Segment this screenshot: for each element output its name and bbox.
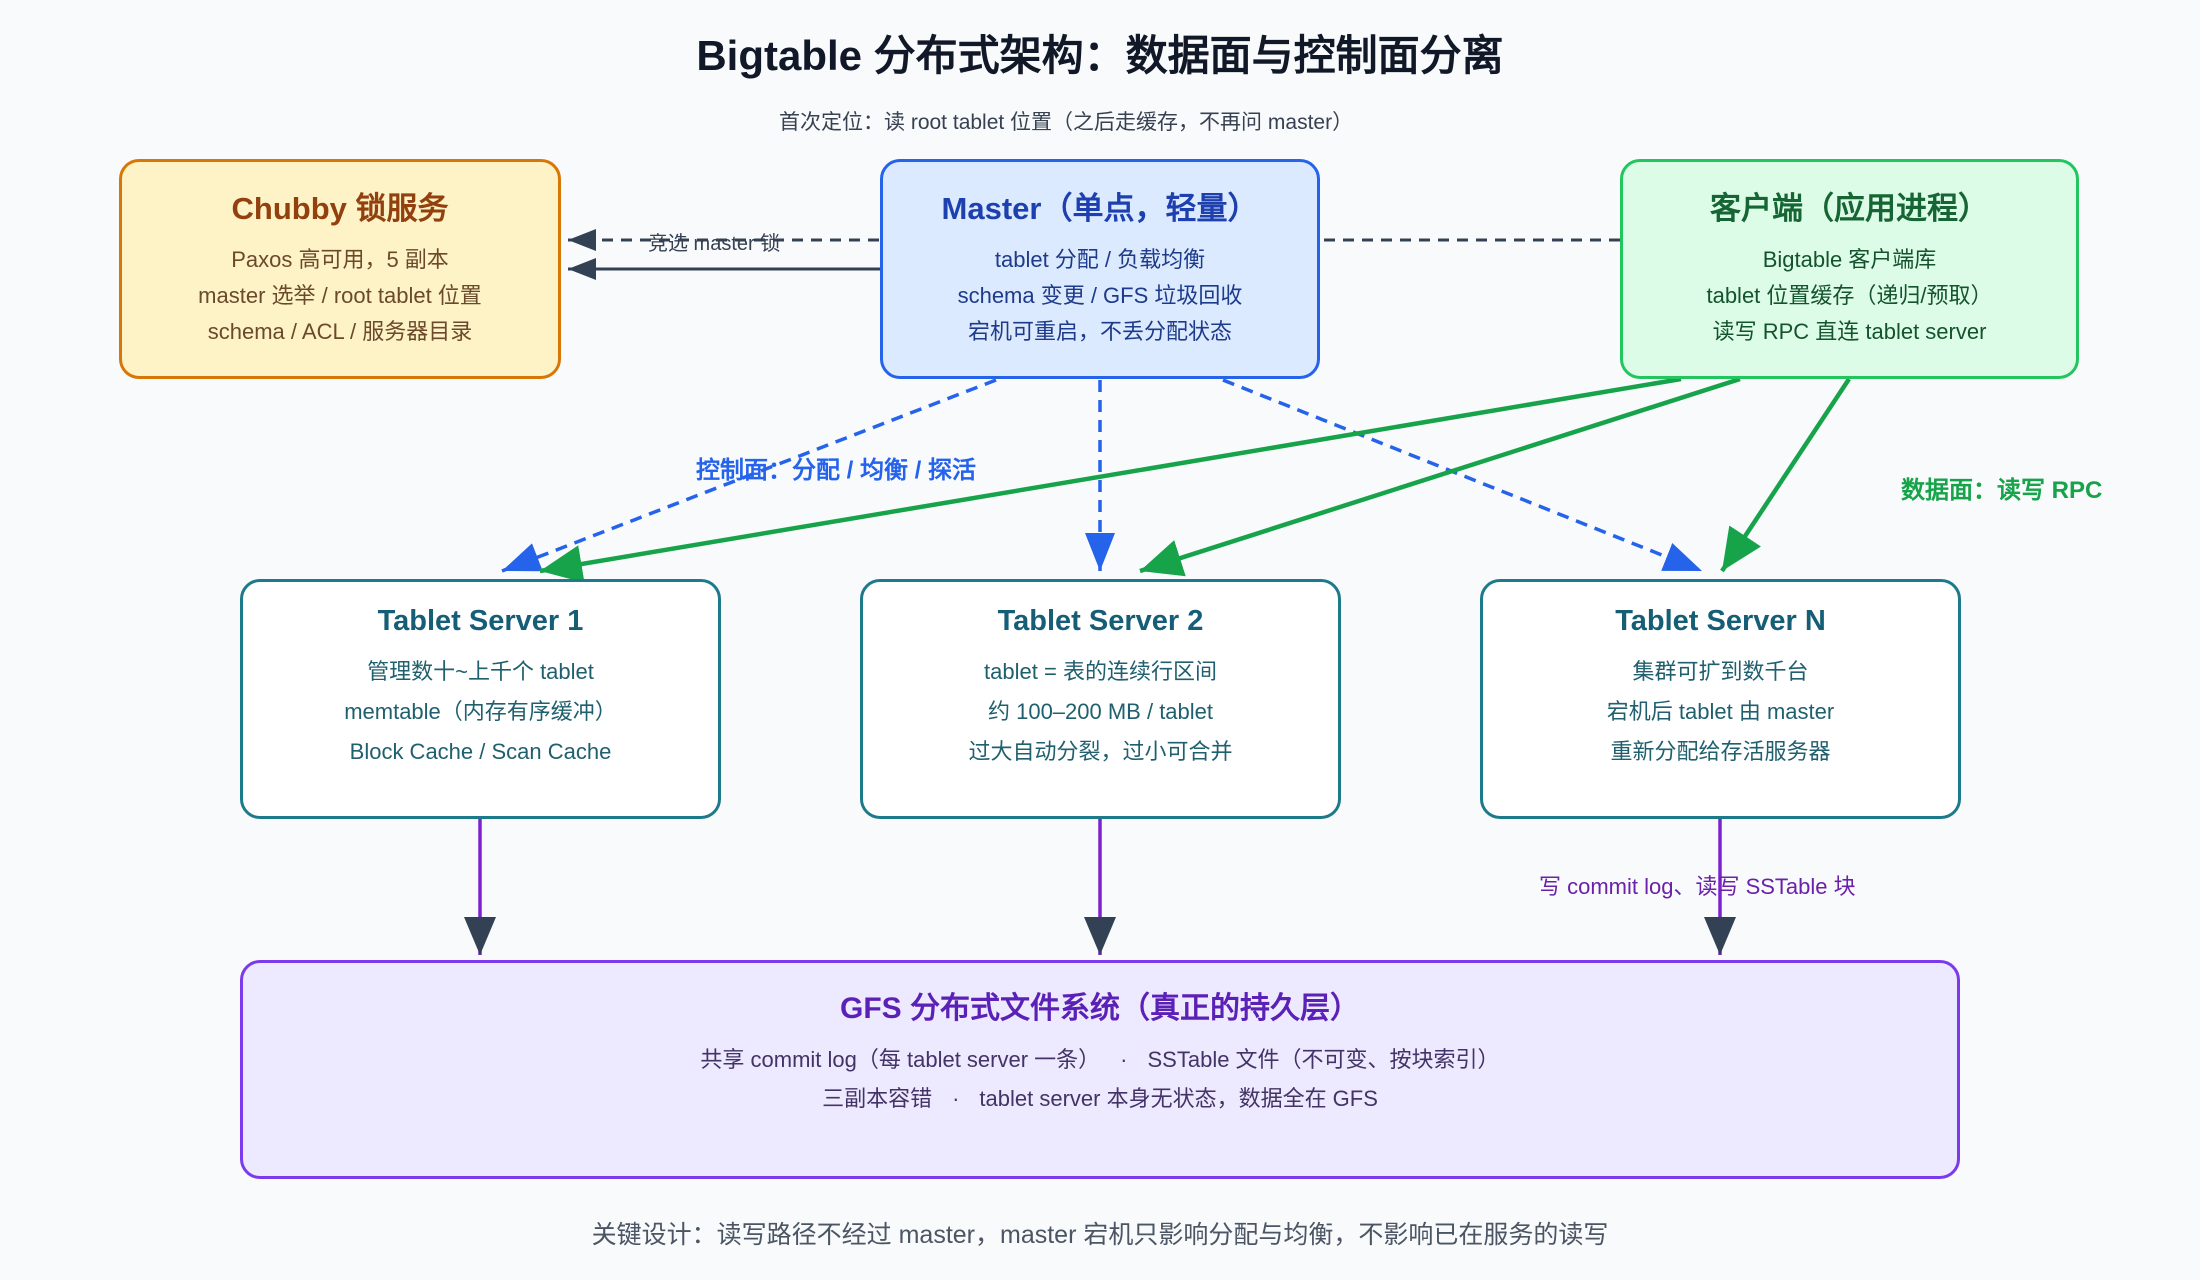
tablet-server-n-node: Tablet Server N 集群可扩到数千台 宕机后 tablet 由 ma… [1480, 579, 1961, 819]
node-detail-line: tablet 位置缓存（递归/预取） [1706, 283, 1993, 308]
node-detail-line: 共享 commit log（每 tablet server 一条） · SSTabl… [243, 1040, 1957, 1079]
tablet-server-2-node: Tablet Server 2 tablet = 表的连续行区间 约 100–2… [860, 579, 1341, 819]
node-detail-line: schema / ACL / 服务器目录 [207, 319, 473, 344]
node-detail-line: 重新分配给存活服务器 [1610, 739, 1831, 764]
data-arrow-ts2 [1139, 376, 1741, 577]
node-detail-line: Bigtable 客户端库 [1762, 247, 1937, 272]
master-node: Master（单点，轻量） tablet 分配 / 负载均衡 schema 变更… [880, 159, 1320, 379]
node-details: 共享 commit log（每 tablet server 一条） · SSTabl… [243, 1040, 1957, 1118]
node-detail-line: schema 变更 / GFS 垃圾回收 [957, 283, 1243, 308]
node-detail-line: 管理数十~上千个 tablet [367, 659, 594, 684]
control-plane-label: 控制面：分配 / 均衡 / 探活 [696, 457, 977, 484]
data-arrow-ts1 [539, 376, 1682, 583]
node-title: Tablet Server N [1615, 605, 1826, 637]
node-detail-line: 集群可扩到数千台 [1632, 659, 1809, 684]
node-detail-line: tablet = 表的连续行区间 [984, 659, 1217, 684]
node-detail-line: master 选举 / root tablet 位置 [198, 283, 482, 308]
node-title: 客户端（应用进程） [1710, 191, 1989, 226]
diagram-title: Bigtable 分布式架构：数据面与控制面分离 [696, 32, 1504, 79]
node-title: Master（单点，轻量） [941, 191, 1259, 226]
node-details: 管理数十~上千个 tablet memtable（内存有序缓冲） Block C… [243, 652, 718, 772]
node-details: 集群可扩到数千台 宕机后 tablet 由 master 重新分配给存活服务器 [1483, 652, 1958, 772]
storage-label: 写 commit log、读写 SSTable 块 [1539, 874, 1856, 899]
detail-segment: tablet server 本身无状态，数据全在 GFS [979, 1086, 1378, 1111]
node-details: tablet = 表的连续行区间 约 100–200 MB / tablet 过… [863, 652, 1338, 772]
node-detail-line: Block Cache / Scan Cache [349, 739, 612, 764]
data-plane-label: 数据面：读写 RPC [1901, 477, 2103, 504]
first-lookup-label: 首次定位：读 root tablet 位置（之后走缓存，不再问 master） [779, 111, 1354, 134]
chubby-lock-service-node: Chubby 锁服务 Paxos 高可用，5 副本 master 选举 / ro… [119, 159, 561, 379]
node-detail-line: 宕机可重启，不丢分配状态 [967, 319, 1232, 344]
client-node: 客户端（应用进程） Bigtable 客户端库 tablet 位置缓存（递归/预… [1620, 159, 2079, 379]
node-title: Tablet Server 1 [377, 605, 584, 637]
tablet-server-1-node: Tablet Server 1 管理数十~上千个 tablet memtable… [240, 579, 721, 819]
node-detail-line: 三副本容错 · tablet server 本身无状态，数据全在 GFS [243, 1079, 1957, 1118]
control-arrow-tsn [1222, 378, 1703, 573]
node-detail-line: 读写 RPC 直连 tablet server [1712, 319, 1987, 344]
node-title: Chubby 锁服务 [231, 191, 449, 226]
node-detail-line: tablet 分配 / 负载均衡 [994, 247, 1206, 272]
node-details: tablet 分配 / 负载均衡 schema 变更 / GFS 垃圾回收 宕机… [883, 242, 1317, 350]
node-detail-line: 约 100–200 MB / tablet [987, 699, 1214, 724]
gfs-storage-node: GFS 分布式文件系统（真正的持久层） 共享 commit log（每 tabl… [240, 960, 1960, 1179]
node-title: GFS 分布式文件系统（真正的持久层） [839, 992, 1360, 1025]
detail-segment: 三副本容错 [822, 1086, 933, 1111]
key-design-footer: 关键设计：读写路径不经过 master，master 宕机只影响分配与均衡，不影… [591, 1221, 1609, 1249]
control-arrow-ts1 [501, 378, 997, 573]
node-title: Tablet Server 2 [997, 605, 1204, 637]
node-detail-line: 宕机后 tablet 由 master [1606, 699, 1835, 724]
master-lock-label: 竞选 master 锁 [648, 233, 781, 255]
node-detail-line: Paxos 高可用，5 副本 [231, 247, 449, 272]
data-arrow-tsn [1720, 377, 1851, 573]
detail-segment: 共享 commit log（每 tablet server 一条） [700, 1047, 1101, 1072]
node-details: Paxos 高可用，5 副本 master 选举 / root tablet 位… [122, 242, 558, 350]
separator-dot: · [952, 1086, 960, 1111]
separator-dot: · [1120, 1047, 1128, 1072]
node-detail-line: 过大自动分裂，过小可合并 [968, 739, 1233, 764]
node-details: Bigtable 客户端库 tablet 位置缓存（递归/预取） 读写 RPC … [1623, 242, 2076, 350]
node-detail-line: memtable（内存有序缓冲） [344, 699, 617, 724]
detail-segment: SSTable 文件（不可变、按块索引） [1147, 1047, 1500, 1072]
